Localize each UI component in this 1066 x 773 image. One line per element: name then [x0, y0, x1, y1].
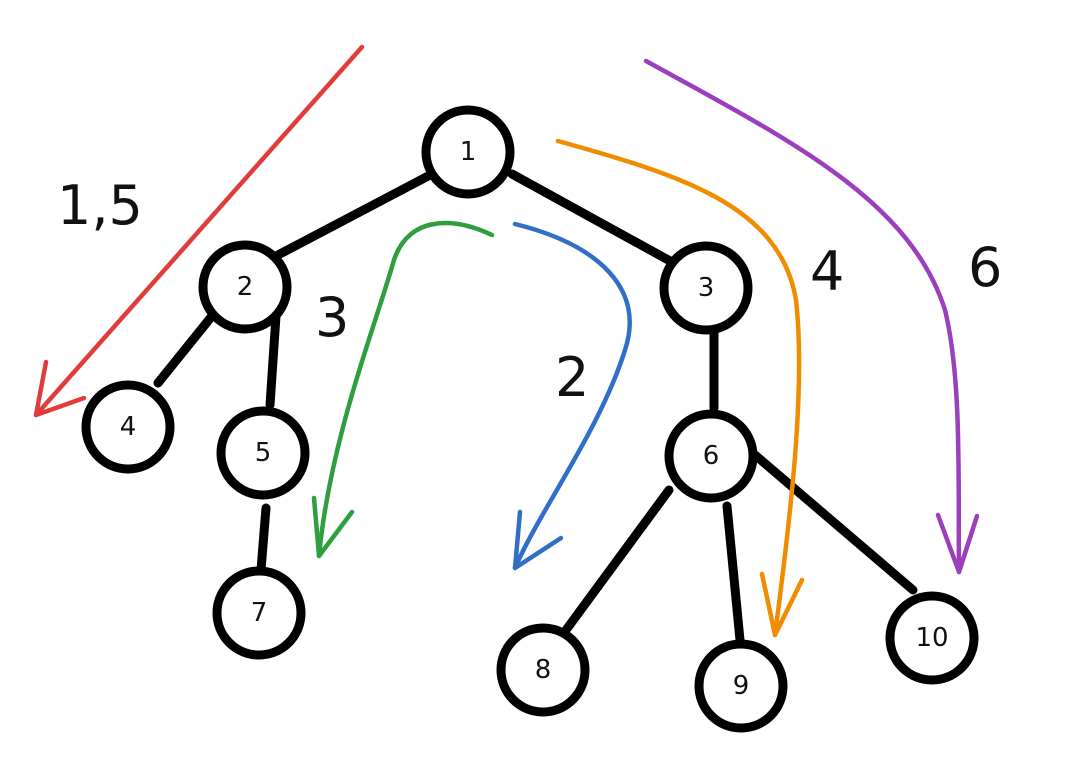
tree-edges [153, 169, 918, 645]
traversal-red-arrow [33, 44, 365, 418]
node-7-label: 7 [251, 598, 268, 628]
traversal-red-arrowhead [33, 359, 87, 418]
node-1: 1 [421, 105, 515, 199]
traversal-red-label: 1,5 [57, 174, 143, 237]
node-3-label: 3 [698, 273, 715, 303]
edge-6-10 [750, 450, 918, 595]
edge-5-7 [256, 503, 271, 575]
edge-6-8 [561, 485, 674, 635]
traversal-blue-arrowhead [512, 509, 564, 571]
traversal-green-arrowhead [311, 495, 355, 559]
edge-1-2 [273, 169, 437, 260]
traversal-green-label: 3 [315, 286, 349, 349]
node-5-label: 5 [255, 438, 272, 468]
traversal-blue-arrow [512, 221, 632, 571]
traversal-green: 3 [311, 220, 495, 559]
edge-1-3 [507, 169, 677, 267]
traversal-purple-arrow [643, 58, 962, 575]
node-3: 3 [659, 241, 753, 335]
tree-nodes: 1 2 3 4 5 6 7 8 [81, 105, 979, 733]
node-6: 6 [664, 409, 758, 503]
traversal-orange-arrow [555, 138, 802, 638]
traversal-red: 1,5 [33, 44, 365, 418]
edge-2-5 [265, 311, 281, 410]
traversal-blue-label: 2 [555, 346, 589, 409]
node-7: 7 [212, 566, 306, 660]
node-6-label: 6 [703, 441, 720, 471]
node-8-label: 8 [535, 655, 552, 685]
node-8: 8 [496, 623, 590, 717]
node-2-label: 2 [237, 272, 254, 302]
traversal-purple: 6 [643, 58, 1002, 575]
edge-6-9 [722, 501, 745, 645]
node-4: 4 [81, 380, 175, 474]
node-10-label: 10 [915, 623, 948, 653]
node-10: 10 [885, 591, 979, 685]
traversal-orange-arrowhead [759, 571, 805, 638]
edge-2-4 [153, 311, 217, 388]
traversal-orange-label: 4 [810, 240, 844, 303]
node-2: 2 [198, 240, 292, 334]
traversal-purple-arrowhead [935, 512, 980, 575]
node-9: 9 [694, 639, 788, 733]
node-5: 5 [216, 406, 310, 500]
node-1-label: 1 [460, 137, 477, 167]
traversal-purple-label: 6 [968, 236, 1002, 299]
traversal-blue: 2 [512, 221, 632, 571]
node-4-label: 4 [120, 412, 137, 442]
traversal-orange: 4 [555, 138, 844, 638]
node-9-label: 9 [733, 671, 750, 701]
traversal-green-arrow [316, 220, 495, 559]
